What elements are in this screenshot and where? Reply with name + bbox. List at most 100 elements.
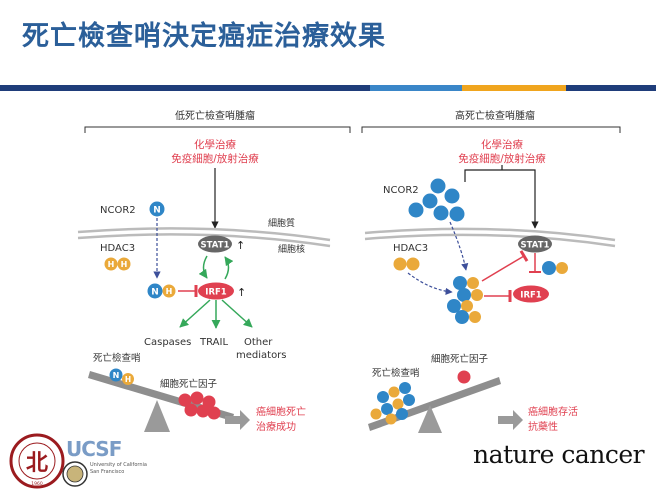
left-irf1-node [198, 282, 234, 300]
death-factor-dot [190, 391, 204, 405]
irf1-to-caspases-arrow [179, 299, 211, 328]
h-node [385, 413, 397, 425]
n-node-label: N [151, 288, 159, 298]
n-node-label: N [153, 206, 161, 216]
left-nucleus-label: 細胞核 [278, 243, 305, 255]
n-node [381, 403, 393, 415]
n-node [377, 391, 389, 403]
right-stat1-label: STAT1 [521, 241, 550, 251]
journal-wordmark: nature cancer [473, 440, 645, 469]
left-treatment-line1: 化學治療 [194, 138, 236, 151]
university-seal-logo: 北 1960 [9, 433, 65, 489]
h-node [461, 300, 473, 312]
bar-segment [0, 85, 180, 91]
left-stat1-label: STAT1 [201, 241, 230, 251]
n-node [542, 261, 556, 275]
n-node [399, 382, 411, 394]
output-trail: TRAIL [199, 337, 228, 348]
h-node [556, 262, 568, 274]
n-node [403, 394, 415, 406]
irf1-to-stat1-loop-arrow [224, 256, 234, 280]
right-cell-membrane-outer [364, 227, 616, 242]
right-death-factor-label: 細胞死亡因子 [431, 353, 489, 365]
n-node [433, 205, 449, 221]
left-ncor2-label: NCOR2 [100, 205, 136, 216]
right-cell-membrane-inner [364, 233, 616, 248]
h-node-label: H [166, 287, 173, 296]
bar-segment [462, 85, 566, 91]
left-treatment-line2: 免疫細胞/放射治療 [171, 152, 259, 165]
death-factor-dot [457, 370, 471, 384]
n-node [408, 202, 424, 218]
left-irf1-label: IRF1 [205, 288, 227, 298]
left-header-bracket [84, 126, 351, 133]
h-node [393, 257, 407, 271]
n-node [422, 193, 438, 209]
stat1-up-arrow: ↑ [236, 239, 245, 252]
ucsf-seal-center [66, 465, 84, 483]
right-irf1-node [513, 285, 549, 303]
ucsf-wordmark: UCSF [66, 437, 121, 461]
bar-segment [370, 85, 462, 91]
n-node [444, 188, 460, 204]
irf1-up-arrow: ↑ [237, 286, 246, 299]
output-caspases: Caspases [144, 337, 191, 348]
n-node [447, 299, 461, 313]
right-hdac3-arrow [407, 272, 453, 295]
h-node [388, 386, 400, 398]
h-node [117, 257, 131, 271]
ncor2-cluster [408, 178, 465, 222]
right-seesaw-fulcrum [418, 405, 442, 433]
h-node-label: H [121, 260, 128, 269]
stat1-to-irf1-loop-arrow [198, 255, 208, 279]
complex-inhibits-stat1 [481, 250, 529, 282]
h-node [467, 277, 479, 289]
left-hdac3-label: HDAC3 [100, 243, 135, 254]
slide-title: 死亡檢查哨決定癌症治療效果 [22, 21, 386, 52]
right-ncor2-label: NCOR2 [383, 185, 419, 196]
right-stat1-node [518, 235, 552, 253]
output-mediators: mediators [236, 350, 287, 361]
n-node [455, 310, 469, 324]
h-node [104, 257, 118, 271]
ucsf-sub2: San Francisco [90, 469, 124, 475]
n-node [396, 408, 408, 420]
ucsf-sub1: University of California [90, 462, 147, 468]
output-other: Other [244, 337, 273, 348]
left-result-line1: 癌細胞死亡 [256, 405, 306, 418]
h-node [370, 408, 382, 420]
checkpoint-cluster [370, 382, 415, 425]
right-treatment-line1: 化學治療 [481, 138, 523, 151]
ncor2-hdac3-complex [447, 276, 483, 324]
right-hdac3-label: HDAC3 [393, 243, 428, 254]
h-node-label: H [108, 260, 115, 269]
h-node [406, 257, 420, 271]
right-treatment-arrow [464, 169, 539, 229]
h-node [122, 373, 134, 385]
right-result-line1: 癌細胞存活 [528, 405, 578, 418]
n-node [109, 368, 123, 382]
death-factor-dot [207, 406, 221, 420]
right-header-bracket [361, 126, 621, 133]
right-ncor2-arrow [449, 221, 469, 271]
right-treatment-line2: 免疫細胞/放射治療 [458, 152, 546, 165]
bar-segment [566, 85, 656, 91]
left-cytoplasm-label: 細胞質 [268, 217, 295, 229]
right-irf1-label: IRF1 [520, 291, 542, 301]
seal-year: 1960 [31, 481, 43, 487]
n-node [147, 283, 163, 299]
right-result-arrow [498, 410, 523, 430]
left-death-factor-label: 細胞死亡因子 [160, 378, 218, 390]
n-node-label: N [113, 371, 120, 380]
left-panel-header: 低死亡檢查哨腫瘤 [175, 109, 255, 122]
title-divider-bar [0, 85, 656, 91]
left-result-arrow [225, 410, 250, 430]
right-result-line2: 抗藥性 [528, 420, 558, 433]
death-factor-dot [184, 403, 198, 417]
h-node [471, 289, 483, 301]
death-factor-dot [196, 404, 210, 418]
cell-membrane-inner [77, 233, 331, 248]
left-panel: 低死亡檢查哨腫瘤 化學治療 免疫細胞/放射治療 NCOR2 N 細胞質 細胞核 … [77, 109, 351, 433]
n-node [457, 288, 471, 302]
right-panel-header: 高死亡檢查哨腫瘤 [455, 109, 535, 122]
